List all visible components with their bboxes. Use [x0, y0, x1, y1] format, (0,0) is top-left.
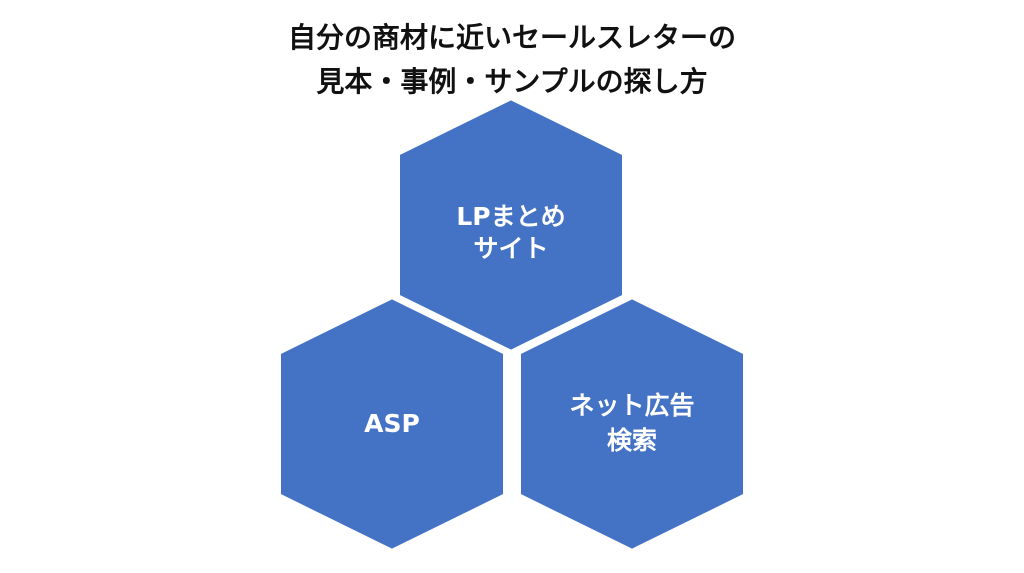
- hexagon-top-label-line-2: サイト: [473, 234, 548, 263]
- hexagon-right-label-line-1: ネット広告: [569, 391, 694, 420]
- hexagon-right-label-line-2: 検索: [607, 426, 657, 455]
- hexagon-left-shape: [275, 292, 509, 556]
- hexagon-top-label-line-1: LPまとめ: [456, 202, 565, 231]
- hexagon-right: ネット広告 検索: [515, 292, 749, 556]
- title-line-1: 自分の商材に近いセールスレターの: [287, 21, 736, 54]
- hexagon-top-shape: [394, 93, 628, 357]
- hexagon-right-shape: [515, 292, 749, 556]
- hexagon-left: ASP: [275, 292, 509, 556]
- title-line-2: 見本・事例・サンプルの探し方: [316, 65, 708, 98]
- hexagon-left-label: ASP: [364, 409, 420, 438]
- hexagon-top: LPまとめ サイト: [394, 93, 628, 357]
- page-title: 自分の商材に近いセールスレターの 見本・事例・サンプルの探し方: [0, 16, 1024, 104]
